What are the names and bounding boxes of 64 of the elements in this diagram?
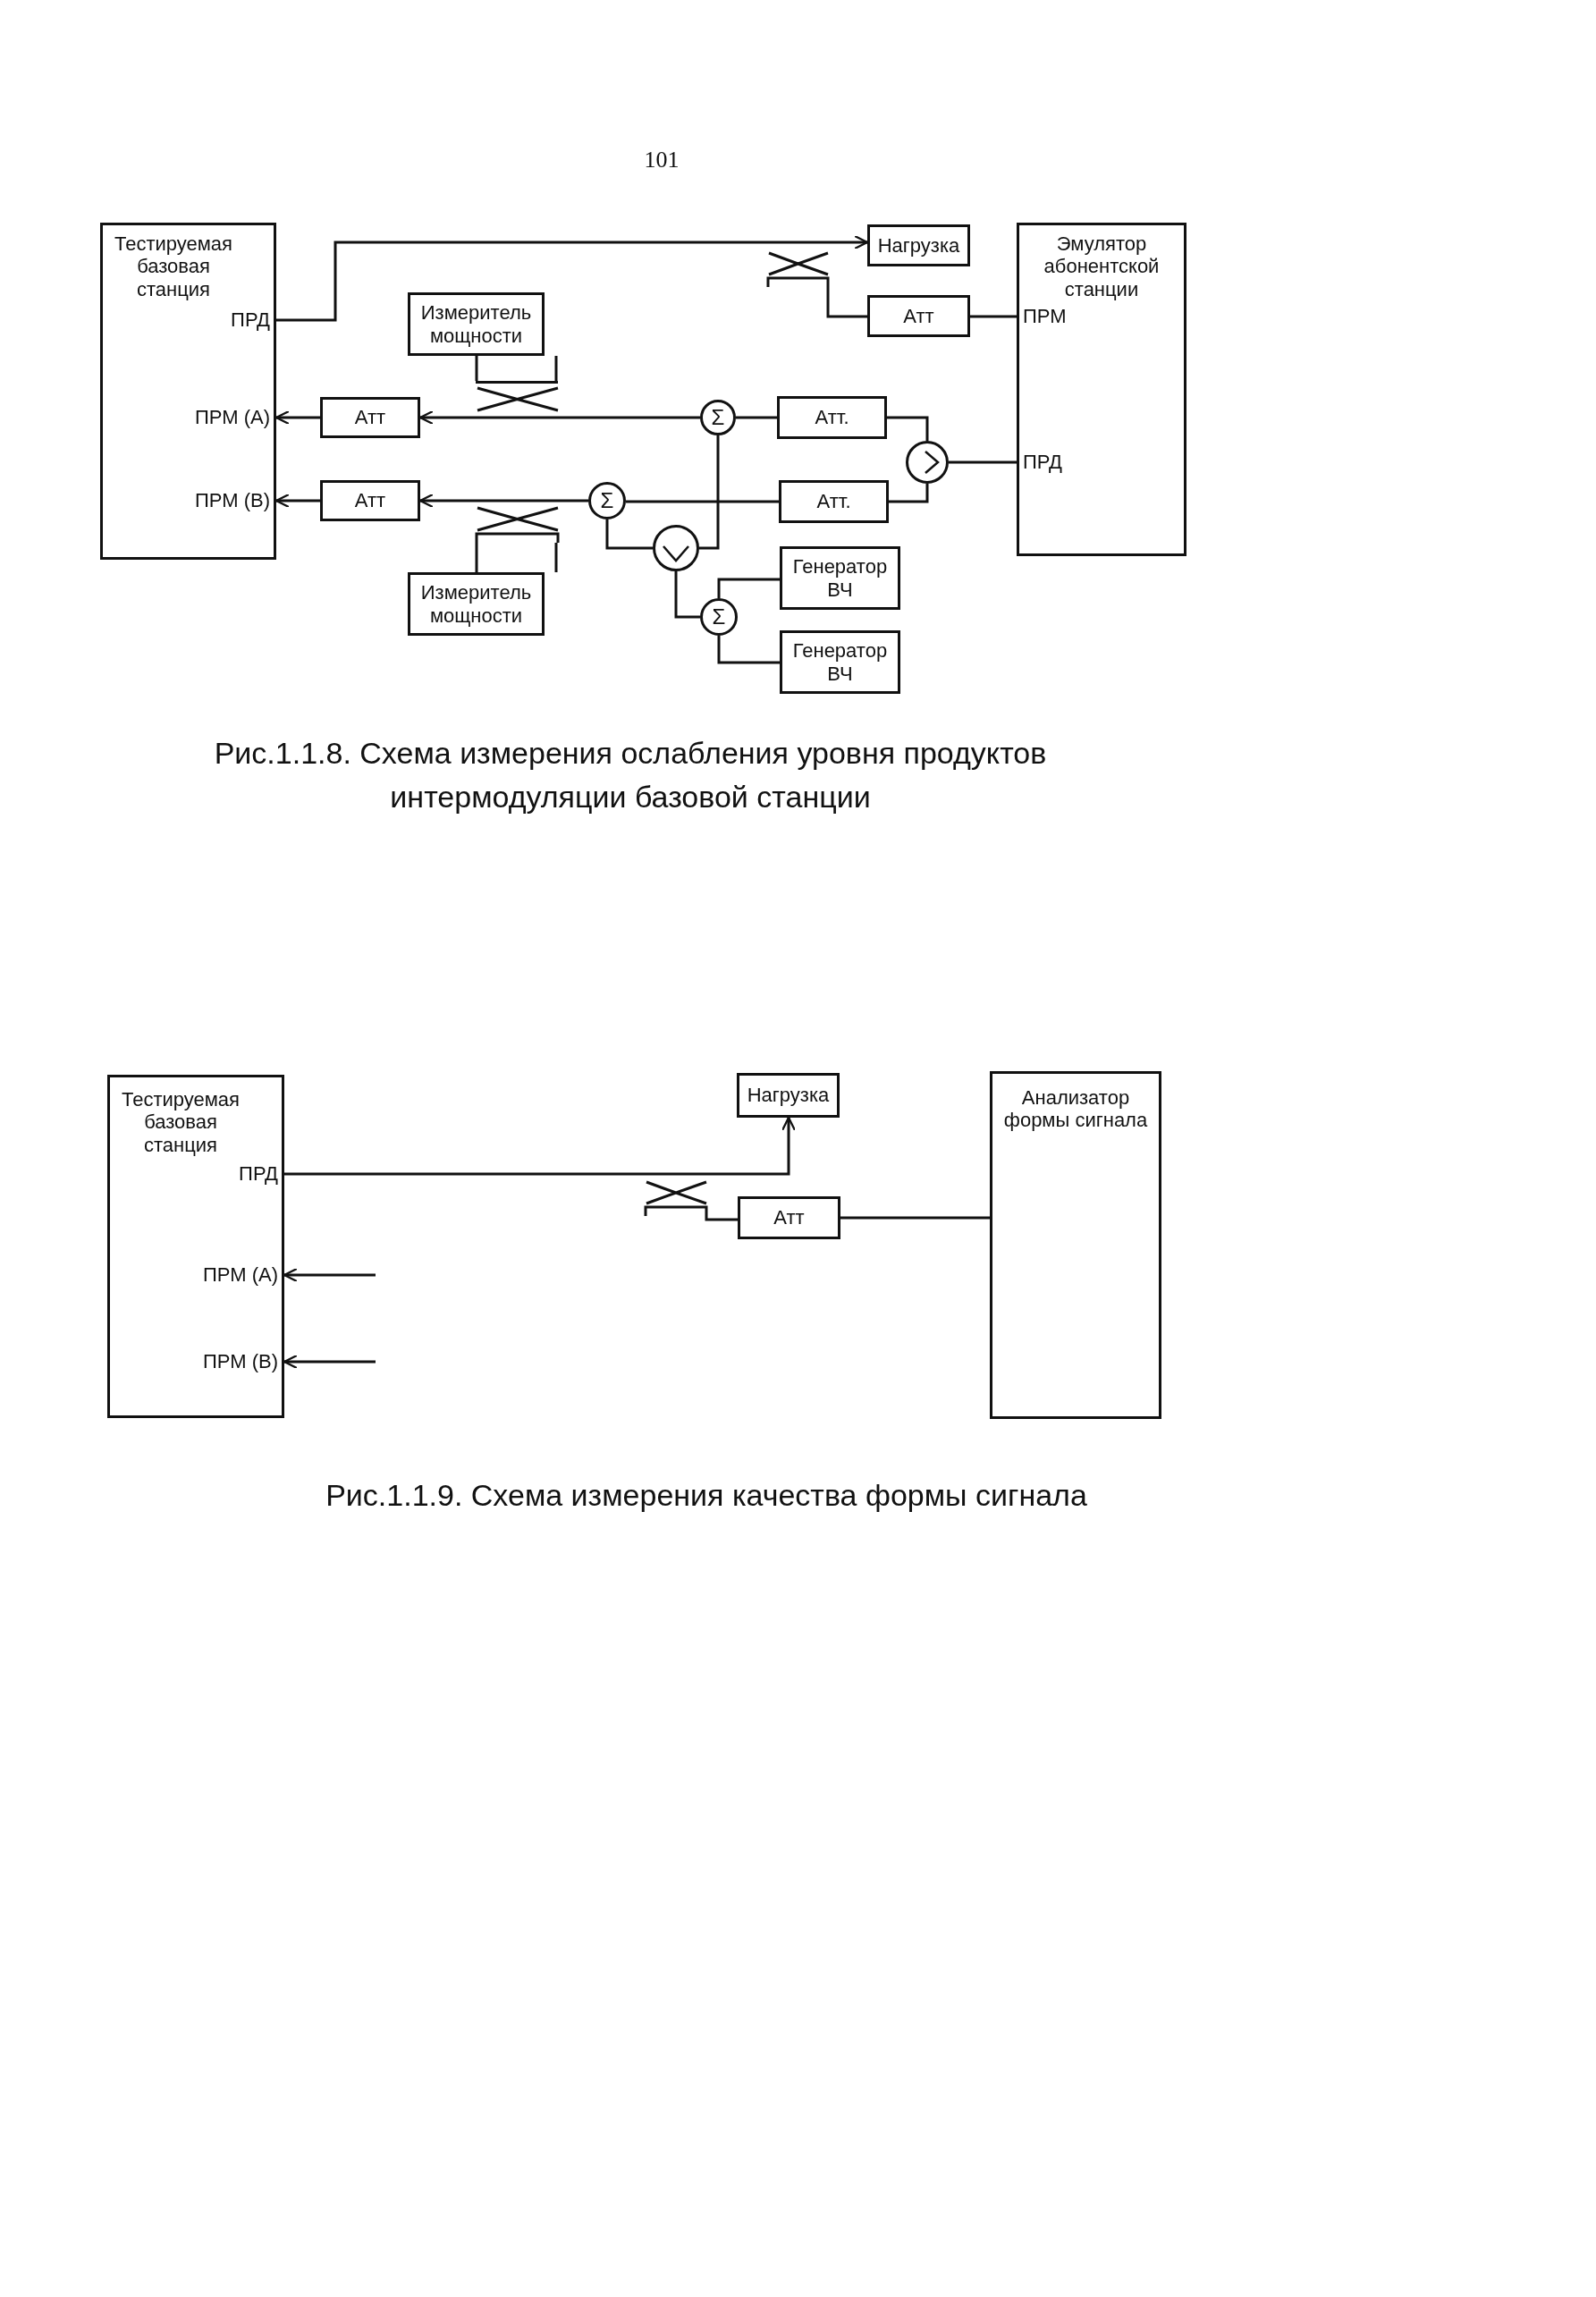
connection-line [949,460,1017,464]
port-label: ПРМ [1023,305,1067,328]
load-box: Нагрузка [737,1073,840,1118]
emulator-block [1017,223,1186,556]
connection-line [475,541,558,574]
summer-circle: Σ [588,482,626,519]
attenuator-box: Атт [867,295,970,337]
circulator-symbol [906,441,949,484]
port-label: ПРД [239,1162,278,1186]
connection-line [970,315,1017,318]
coupler-symbol [474,381,560,412]
port-label: ПРМ (А) [203,1263,278,1287]
connection-line [605,519,653,550]
attenuator-box: Атт. [777,396,887,439]
arrow [284,1116,797,1176]
attenuator-box: Атт [738,1196,840,1239]
port-label: ПРД [231,308,270,332]
coupler-symbol [765,251,830,287]
port-label: ПРМ (А) [195,406,270,429]
port-label: ПРД [1023,451,1062,474]
analyzer-block [990,1071,1161,1419]
connection-line [626,500,779,503]
connection-line [887,416,929,441]
attenuator-box: Атт. [779,480,889,523]
device-label: Анализатор формы сигнала [1002,1086,1149,1132]
arrow [283,1354,376,1370]
load-box: Нагрузка [867,224,970,266]
port-label: ПРМ (В) [203,1350,278,1373]
arrow [418,493,588,509]
circulator-symbol [653,525,699,571]
arrow [283,1267,376,1283]
device-label: Тестируемая базовая станция [120,1088,241,1156]
power-meter-box: Измеритель мощности [408,572,545,636]
attenuator-box: Атт [320,480,420,521]
connection-line [674,571,700,619]
page-number: 101 [643,146,680,174]
generator-box: Генератор ВЧ [780,630,900,694]
coupler-symbol [643,1180,708,1216]
base-station-block [100,223,276,560]
connection-line [736,416,777,419]
arrow [276,234,869,322]
connection-line [889,484,929,503]
connection-line [840,1216,990,1220]
figure-caption: Рис.1.1.9. Схема измерения качества формы сигнала [325,1477,1088,1514]
arrow [274,493,320,509]
device-label: Тестируемая базовая станция [113,232,234,300]
coupler-symbol [474,506,560,543]
figure-caption: Рис.1.1.8. Схема измерения ослабления уровня продуктов интермодуляции базовой станции [213,735,1048,816]
attenuator-box: Атт [320,397,420,438]
connection-line [717,636,780,664]
arrow [418,410,700,426]
summer-circle: Σ [700,598,738,636]
connection-line [475,354,558,383]
summer-circle: Σ [700,400,736,435]
port-label: ПРМ (В) [195,489,270,512]
generator-box: Генератор ВЧ [780,546,900,610]
connection-line [699,435,720,550]
power-meter-box: Измеритель мощности [408,292,545,356]
base-station-block [107,1075,284,1418]
device-label: Эмулятор абонентской станции [1043,232,1161,300]
connection-line [705,1216,738,1221]
connection-line [717,578,780,598]
connection-line [826,287,867,318]
arrow [274,410,320,426]
